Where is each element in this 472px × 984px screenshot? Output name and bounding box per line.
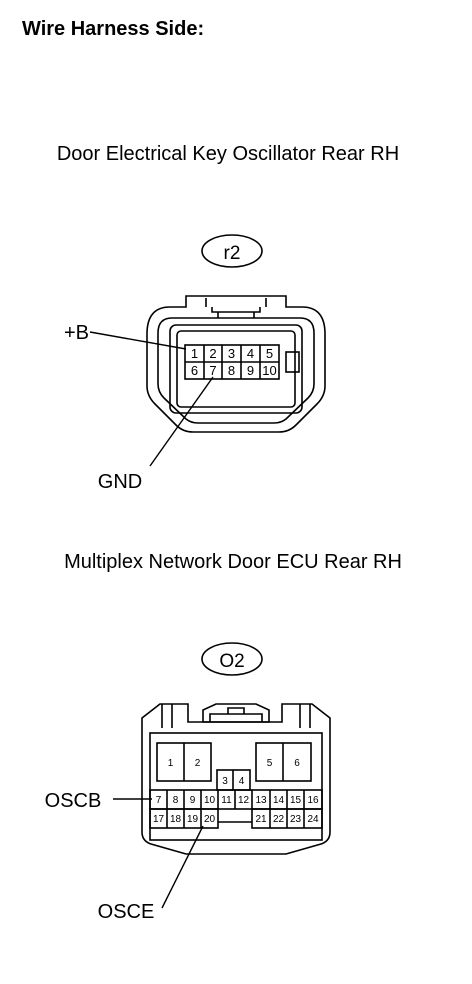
pin-number: 3 [228,346,235,361]
pin-number: 18 [170,814,182,825]
pin-number: 4 [239,776,245,787]
pin-number: 9 [247,363,254,378]
page-heading: Wire Harness Side: [22,18,205,40]
pin-number: 7 [209,363,216,378]
pin-number: 23 [290,814,302,825]
connector1-housing-inner-rim [157,317,315,424]
pin-number: 2 [195,758,201,769]
pin-number: 24 [307,814,319,825]
connector1-lock-tab [205,298,267,318]
pin-number: 5 [267,758,273,769]
leader-osce [161,825,204,909]
pin-number: 12 [238,795,250,806]
pin-number: 4 [247,346,254,361]
pin-number: 6 [191,363,198,378]
connector2-title: Multiplex Network Door ECU Rear RH [64,551,402,573]
pin-number: 21 [255,814,267,825]
pin-number: 10 [262,363,276,378]
pin-number: 8 [173,795,179,806]
connector1-cavity-rim [176,330,296,408]
pin-number: 19 [187,814,199,825]
pin-number: 20 [204,814,216,825]
pin-number: 7 [156,795,162,806]
pin-number: 13 [255,795,267,806]
connector2-code-oval [201,642,263,676]
connector2-code: O2 [219,651,244,672]
pin-number: 9 [190,795,196,806]
leader-gnd [149,376,214,467]
pin-number: 17 [153,814,165,825]
connector2-top-lock [202,703,270,723]
label-osce: OSCE [98,901,155,923]
label-oscb: OSCB [45,790,102,812]
pin-number: 11 [221,795,232,806]
connector1-side-key [285,351,300,373]
connector2-outer-housing [141,703,331,855]
pin-number: 16 [307,795,319,806]
pin-number: 10 [204,795,216,806]
pin-number: 15 [290,795,302,806]
pin-number: 8 [228,363,235,378]
pin-number: 3 [222,776,228,787]
connector1-outer-housing [146,295,326,433]
pin-number: 1 [191,346,198,361]
label-gnd: GND [98,471,142,493]
pin-number: 1 [168,758,174,769]
connector2-latch-rails [161,704,311,728]
pin-number: 14 [273,795,285,806]
connector-o2 [113,642,331,909]
leader-plus-b [89,331,187,350]
pin-number: 22 [273,814,285,825]
connector2-inner-frame [149,732,323,841]
connector-r2 [89,234,326,467]
connector1-title: Door Electrical Key Oscillator Rear RH [56,143,400,165]
label-plus-b: +B [64,322,89,344]
connector1-code-oval [201,234,263,268]
pin-number: 5 [266,346,273,361]
pin-number: 2 [209,346,216,361]
connector1-inner-cavity [169,324,303,414]
connector1-code: r2 [224,243,241,264]
pin-number: 6 [294,758,300,769]
